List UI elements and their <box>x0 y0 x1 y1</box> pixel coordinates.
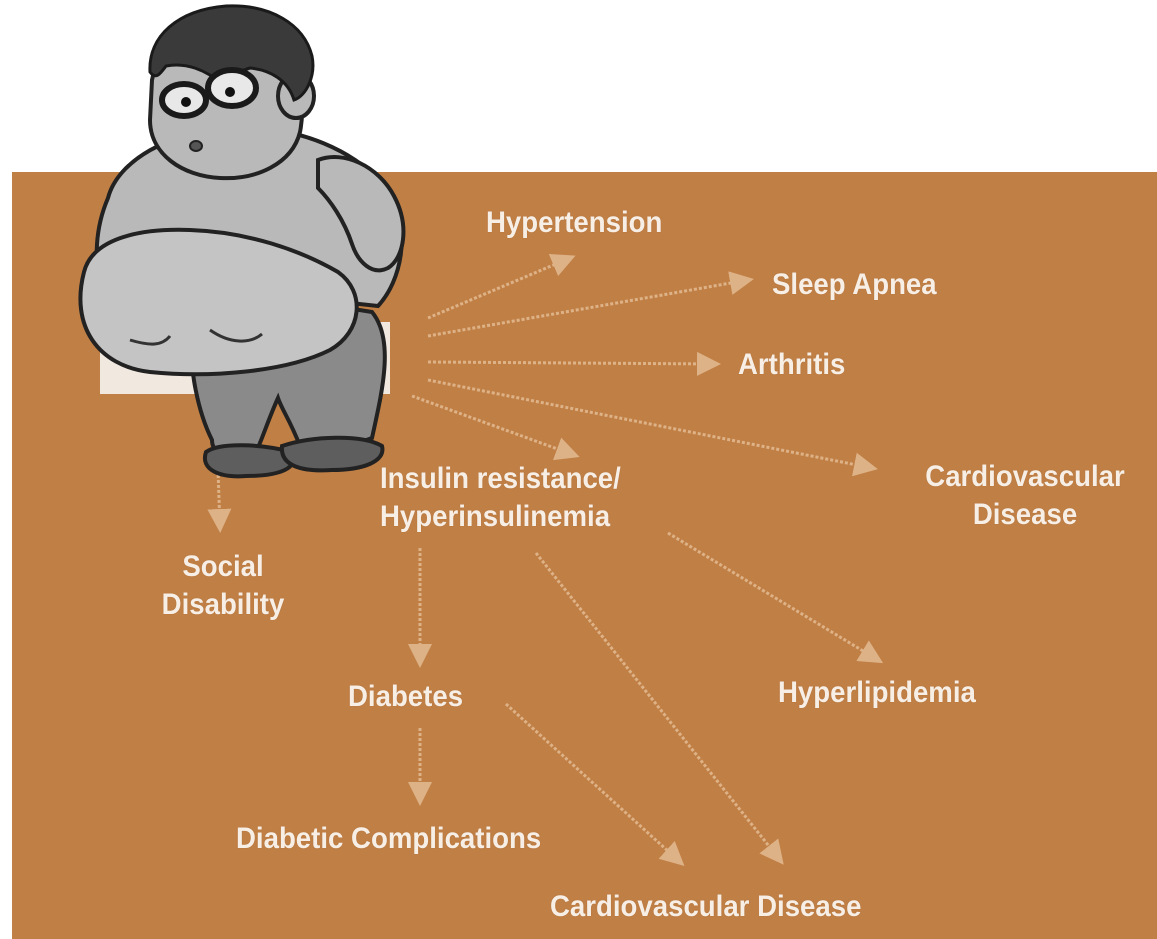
label-cardiovascular-line2: Disease <box>910 496 1140 534</box>
label-diabetes: Diabetes <box>348 678 463 716</box>
figure-right-eye <box>225 87 235 97</box>
label-sleep-apnea: Sleep Apnea <box>772 266 937 304</box>
arrow-to-sleep-apnea <box>428 280 748 336</box>
label-diabetic-complications: Diabetic Complications <box>236 820 541 858</box>
label-hypertension: Hypertension <box>486 204 662 242</box>
arrow-to-hypertension <box>428 258 570 318</box>
label-arthritis: Arthritis <box>738 346 845 384</box>
label-insulin-line2: Hyperinsulinemia <box>380 498 621 536</box>
label-cardiovascular-disease-right: Cardiovascular Disease <box>910 458 1140 534</box>
label-insulin-line1: Insulin resistance/ <box>380 460 621 498</box>
label-social-line1: Social <box>145 548 301 586</box>
arrow-to-cardiovascular-right <box>428 380 872 468</box>
label-hyperlipidemia: Hyperlipidemia <box>778 674 976 712</box>
label-social-disability: Social Disability <box>145 548 301 624</box>
overweight-man-cartoon-icon <box>0 0 440 490</box>
arrow-to-hyperlipidemia <box>668 533 878 660</box>
figure-mouth <box>190 141 202 151</box>
figure-right-shoe <box>282 438 383 471</box>
arrow-insulin-to-cardiovascular-bottom <box>536 553 780 860</box>
label-cardiovascular-disease-bottom: Cardiovascular Disease <box>550 888 861 926</box>
arrow-to-arthritis <box>428 362 715 364</box>
label-cardiovascular-line1: Cardiovascular <box>910 458 1140 496</box>
figure-left-eye <box>181 97 191 107</box>
label-social-line2: Disability <box>145 586 301 624</box>
label-insulin-resistance: Insulin resistance/ Hyperinsulinemia <box>380 460 621 536</box>
